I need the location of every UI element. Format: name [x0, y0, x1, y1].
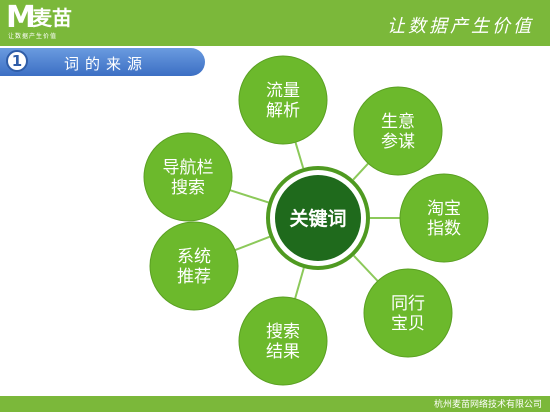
center-node-circle	[275, 175, 361, 261]
connector-line	[353, 255, 380, 284]
source-node-label: 解析	[266, 101, 300, 121]
footer-band	[0, 396, 550, 412]
brand-logo: M 麦苗 让数据产生价值	[6, 0, 106, 41]
source-node-label: 同行	[391, 294, 425, 314]
source-node-circle	[399, 173, 489, 263]
logo-letter: M	[6, 0, 36, 35]
section-number-badge: 1	[6, 50, 28, 72]
connector-line	[232, 235, 270, 252]
source-node-label: 导航栏	[163, 158, 214, 178]
header-grunge-edge	[0, 36, 550, 46]
source-node-circle	[143, 132, 233, 222]
source-node-circle	[363, 268, 453, 358]
source-node-label: 指数	[427, 219, 461, 239]
source-node-label: 搜索	[266, 322, 300, 342]
connector-line	[227, 188, 269, 204]
header-slogan: 让数据产生价值	[387, 16, 534, 37]
source-node-label: 参谋	[381, 132, 415, 152]
source-node-label: 宝贝	[391, 314, 425, 334]
source-node-circle	[238, 55, 328, 145]
source-node-circle	[238, 296, 328, 386]
connector-line	[293, 140, 305, 169]
source-node-label: 生意	[381, 112, 415, 132]
logo-slogan: 让数据产生价值	[8, 33, 58, 40]
source-node-label: 系统	[177, 247, 211, 267]
source-node-label: 流量	[266, 81, 300, 101]
section-header-bar	[0, 48, 205, 76]
source-node-circle	[149, 221, 239, 311]
source-node-label: 淘宝	[427, 199, 461, 219]
footer-company: 杭州麦苗网络技术有限公司	[433, 400, 542, 410]
source-node-circle	[353, 86, 443, 176]
source-node-label: 搜索	[171, 178, 205, 198]
section-title: 词的来源	[64, 55, 149, 73]
connector-line	[293, 267, 305, 301]
connector-line	[352, 161, 371, 181]
center-node-label: 关键词	[289, 207, 346, 230]
logo-text: 麦苗	[32, 6, 72, 30]
source-node-label: 结果	[266, 342, 300, 362]
source-node-label: 推荐	[177, 267, 211, 287]
